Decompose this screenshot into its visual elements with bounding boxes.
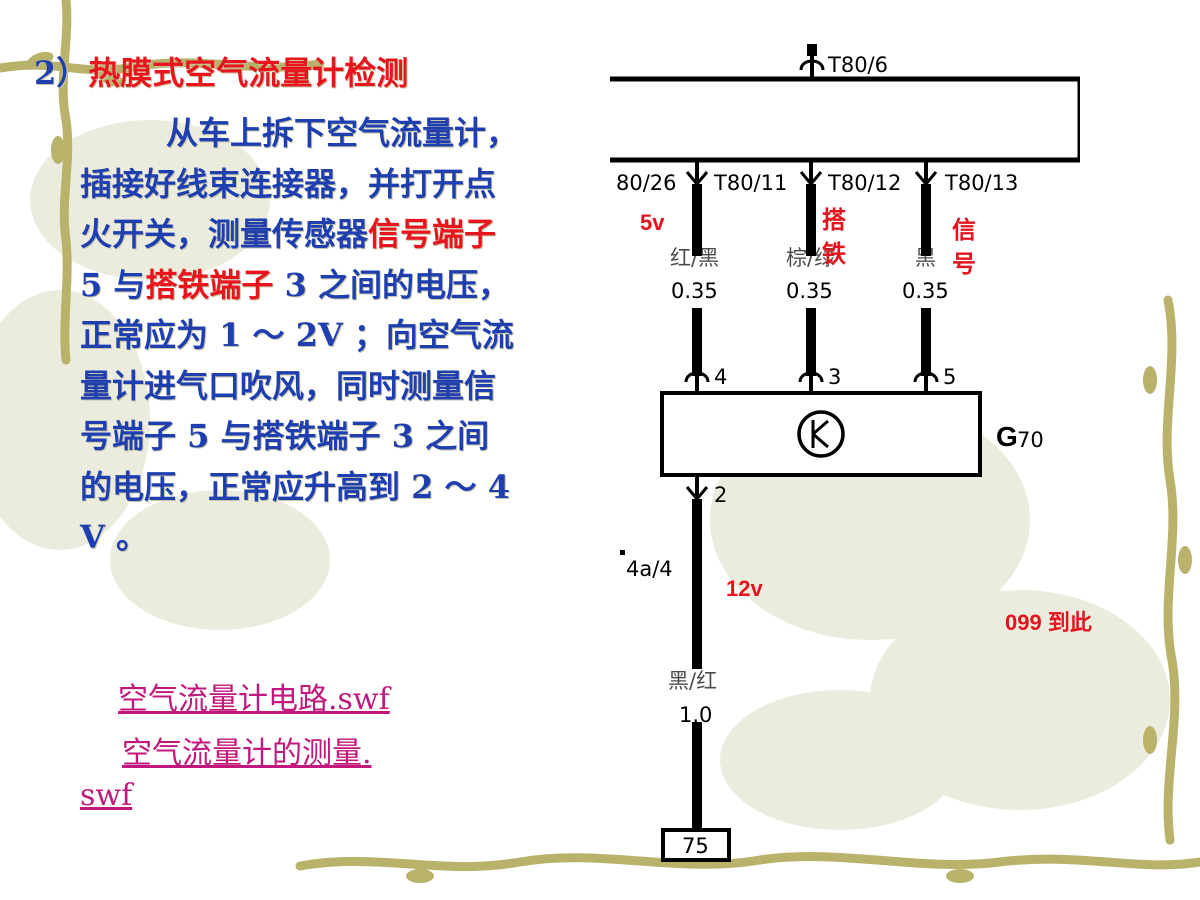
wire-color-label-1: 红/黑 bbox=[670, 246, 719, 270]
sensor-pin-label-5: 5 bbox=[943, 365, 956, 389]
sensor-symbol-k-icon bbox=[811, 419, 829, 449]
component-number: 70 bbox=[1017, 428, 1044, 452]
wire-12v-lower bbox=[692, 722, 702, 830]
wire-color-label-2: 棕/绿 bbox=[786, 246, 835, 270]
annotation-note: 099 到此 bbox=[1005, 610, 1092, 635]
procedure-text: 从车上拆下空气流量计，插接好线束连接器，并打开点火开关，测量传感器信号端子 5 … bbox=[80, 108, 520, 563]
wire-5v-upper bbox=[692, 184, 702, 256]
procedure-text-part3: 3 之间的电压，正常应为 1 ～ 2V ；向空气流量计进气口吹风，同时测量信号端… bbox=[80, 265, 514, 557]
wire-gauge-label-3: 0.35 bbox=[902, 279, 949, 303]
annotation-ground: 搭铁 bbox=[822, 207, 846, 268]
wire-gauge-label-4: 1.0 bbox=[679, 703, 712, 727]
sensor-pin-label-2: 2 bbox=[714, 483, 727, 507]
sensor-pin-label-4: 4 bbox=[714, 365, 727, 389]
pin-label-t80-11: T80/11 bbox=[713, 171, 787, 195]
sensor-pin-label-3: 3 bbox=[828, 365, 841, 389]
signal-terminal-highlight: 信号端子 bbox=[368, 215, 497, 253]
wire-color-label-4: 黑/红 bbox=[668, 669, 717, 693]
section-heading: 2）热膜式空气流量计检测 bbox=[34, 48, 408, 94]
heading-number: 2） bbox=[34, 54, 89, 92]
procedure-text-part1: 从车上拆下空气流量计，插接好线束连接器，并打开点火开关，测量传感器 bbox=[80, 114, 519, 253]
wire-color-label-3: 黑 bbox=[915, 246, 936, 270]
measurement-animation-link-cont[interactable]: swf bbox=[80, 778, 133, 813]
annotation-5v: 5v bbox=[640, 210, 665, 235]
measurement-animation-link[interactable]: 空气流量计的测量. bbox=[122, 736, 372, 771]
wire-5v-lower bbox=[692, 308, 702, 376]
terminal-75-label: 75 bbox=[682, 834, 709, 858]
wire-signal-upper bbox=[921, 184, 931, 256]
pin-label-t80-13: T80/13 bbox=[944, 171, 1018, 195]
annotation-12v: 12v bbox=[726, 576, 763, 601]
junction-label: 4a/4 bbox=[626, 557, 673, 581]
wire-ground-lower bbox=[806, 308, 816, 376]
wire-signal-lower bbox=[921, 308, 931, 376]
ground-terminal-highlight: 搭铁端子 bbox=[145, 265, 274, 304]
wire-gauge-label-1: 0.35 bbox=[671, 279, 718, 303]
sensor-pin-arrow-4 bbox=[684, 371, 710, 383]
terminal-75-box bbox=[661, 828, 731, 862]
top-connector-tab bbox=[807, 44, 817, 56]
heading-title: 热膜式空气流量计检测 bbox=[88, 54, 409, 92]
sensor-symbol-icon bbox=[797, 410, 845, 458]
sensor-pin-arrow-5 bbox=[913, 371, 939, 383]
procedure-text-part2: 5 与 bbox=[80, 265, 146, 304]
wire-12v-upper bbox=[692, 499, 702, 669]
pin-label-t80-12: T80/12 bbox=[827, 171, 901, 195]
sensor-pin-arrow-3 bbox=[798, 371, 824, 383]
wiring-schematic: T80/6 80/26 T80/11 T80/12 T80/13 红/黑 棕/绿… bbox=[610, 44, 1080, 862]
wire-ground-upper bbox=[806, 184, 816, 256]
circuit-animation-link[interactable]: 空气流量计电路.swf bbox=[118, 682, 390, 717]
annotation-signal: 信号 bbox=[952, 217, 976, 278]
component-letter: G bbox=[996, 421, 1018, 452]
ecu-box bbox=[610, 76, 1080, 163]
wire-gauge-label-2: 0.35 bbox=[786, 279, 833, 303]
top-connector-label: T80/6 bbox=[827, 53, 888, 77]
pin-label-80-26: 80/26 bbox=[616, 171, 677, 195]
